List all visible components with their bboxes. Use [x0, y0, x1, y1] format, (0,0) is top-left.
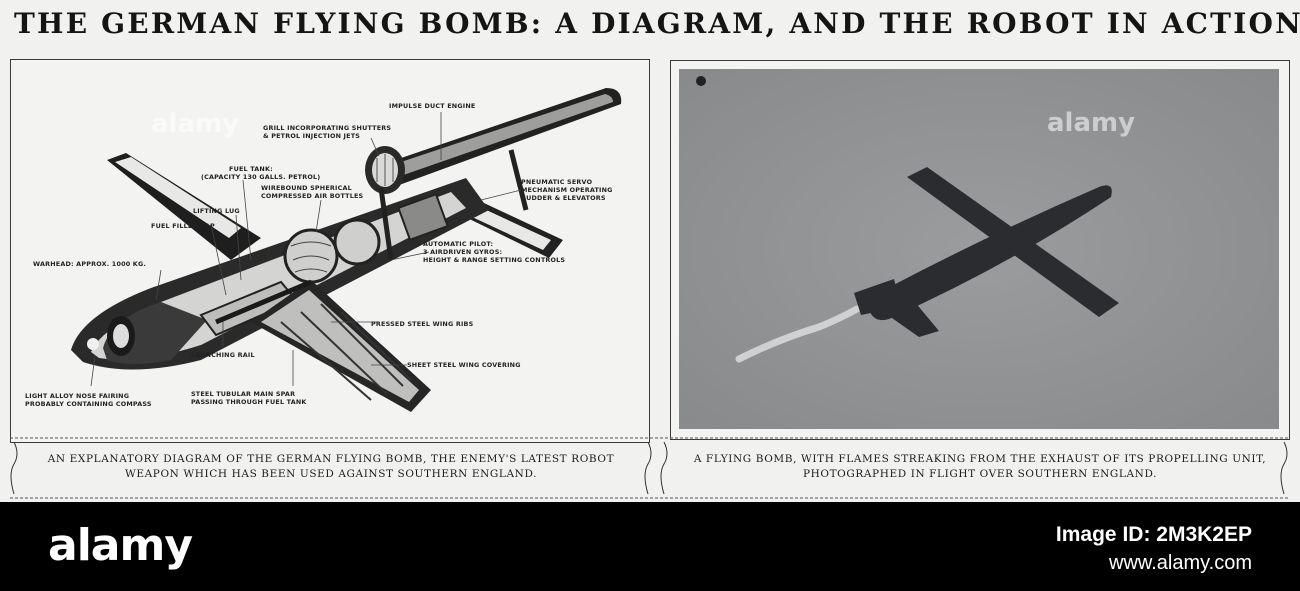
headline: THE GERMAN FLYING BOMB: A DIAGRAM, AND T…: [14, 7, 1300, 40]
label-spar-2: PASSING THROUGH FUEL TANK: [191, 398, 307, 406]
photo-svg: alamy: [679, 69, 1279, 429]
wing-ribs: [280, 303, 412, 401]
alamy-logo: alamy: [48, 520, 193, 571]
label-lifting-lug: LIFTING LUG: [193, 207, 240, 215]
upper-wing-highlight: [115, 157, 241, 238]
image-id: Image ID: 2M3K2EP: [1055, 523, 1252, 546]
label-pneumatic-1: PNEUMATIC SERVO: [521, 178, 593, 186]
label-fuel-cap: FUEL FILLER CAP: [151, 222, 215, 230]
lower-wing-ribs-area: [261, 290, 419, 402]
label-pneumatic-2: MECHANISM OPERATING: [521, 186, 613, 194]
label-launching-rail: LAUNCHING RAIL: [191, 351, 255, 359]
site-url: www.alamy.com: [1109, 552, 1252, 574]
nose-fairing: [87, 338, 99, 350]
launching-rail: [215, 279, 312, 325]
autopilot-box: [397, 192, 449, 242]
label-nose-2: PROBABLY CONTAINING COMPASS: [25, 400, 152, 408]
flying-bomb-diagram: IMPULSE DUCT ENGINE GRILL INCORPORATING …: [25, 88, 622, 412]
bomb-silhouette: [854, 167, 1119, 337]
watermark-photo: alamy: [1047, 108, 1135, 138]
diagram-panel: IMPULSE DUCT ENGINE GRILL INCORPORATING …: [10, 59, 650, 443]
speck: [696, 76, 706, 86]
label-grill-2: & PETROL INJECTION JETS: [263, 132, 360, 140]
label-autopilot-3: HEIGHT & RANGE SETTING CONTROLS: [423, 256, 565, 264]
label-fuel-tank-2: (CAPACITY 130 GALLS. PETROL): [201, 173, 320, 181]
label-pneumatic-3: RUDDER & ELEVATORS: [521, 194, 606, 202]
engine-pylons: [378, 149, 529, 261]
label-impulse-duct: IMPULSE DUCT ENGINE: [389, 102, 476, 110]
label-autopilot-1: AUTOMATIC PILOT:: [423, 240, 493, 248]
engine-grill-shutters: [376, 154, 394, 186]
label-fuel-tank-1: FUEL TANK:: [229, 165, 273, 173]
label-grill-1: GRILL INCORPORATING SHUTTERS: [263, 124, 391, 132]
caption-right: A FLYING BOMB, WITH FLAMES STREAKING FRO…: [693, 453, 1267, 480]
air-bottle-2: [333, 218, 381, 266]
nose-ring-inner: [113, 324, 129, 348]
label-spar-1: STEEL TUBULAR MAIN SPAR: [191, 390, 295, 398]
label-sheet-covering: SHEET STEEL WING COVERING: [407, 361, 521, 369]
caption-left: AN EXPLANATORY DIAGRAM OF THE GERMAN FLY…: [47, 453, 615, 480]
flying-bomb-photo: alamy: [679, 69, 1279, 429]
footer-bar: [0, 502, 1300, 591]
caption-border: [10, 437, 1288, 499]
label-wirebound-2: COMPRESSED AIR BOTTLES: [261, 192, 364, 200]
label-autopilot-2: 3 AIRDRIVEN GYROS:: [423, 248, 502, 256]
leader-lines: [90, 112, 522, 387]
label-pressed-ribs: PRESSED STEEL WING RIBS: [371, 320, 474, 328]
watermark-alamy: alamy: [151, 109, 239, 139]
photo-panel: alamy: [670, 60, 1290, 440]
label-nose-1: LIGHT ALLOY NOSE FAIRING: [25, 392, 129, 400]
air-bottle-wires: [290, 241, 332, 273]
exhaust-trail: [735, 305, 861, 363]
label-warhead: WARHEAD: APPROX. 1000 KG.: [33, 260, 146, 268]
duct-engine-highlight: [371, 94, 613, 180]
label-wirebound-1: WIREBOUND SPHERICAL: [261, 184, 352, 192]
